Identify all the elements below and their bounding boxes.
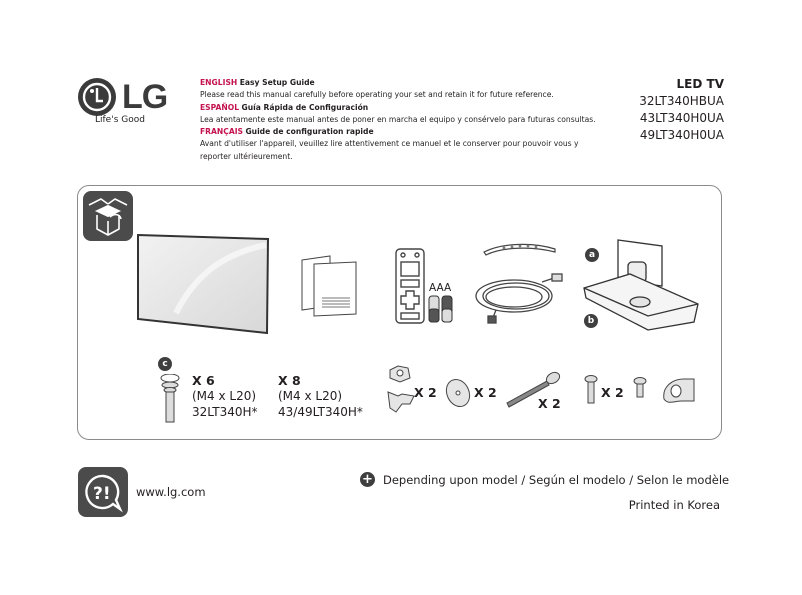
cable-holder-icon	[660, 373, 698, 411]
nut-qty: X 2	[414, 385, 437, 400]
stand-body-badge: a	[585, 248, 599, 262]
intro-fr-body: Avant d'utiliser l'appareil, veuillez li…	[200, 139, 579, 161]
manuals-illustration	[300, 254, 360, 322]
washer-icon	[444, 377, 472, 413]
plus-icon: +	[360, 472, 375, 487]
svg-text:?!: ?!	[93, 484, 111, 504]
intro-es-heading: ESPAÑOL Guía Rápida de Configuración	[200, 102, 369, 112]
aaa-battery-icon	[428, 294, 454, 328]
printed-in: Printed in Korea	[628, 498, 720, 512]
screw-model-32: 32LT340H*	[192, 405, 258, 419]
screw-icon	[160, 373, 180, 428]
stand-base-badge: b	[584, 314, 598, 328]
screw-size-43-49: (M4 x L20)	[278, 389, 343, 403]
battery-label: AAA	[429, 282, 452, 294]
power-cord-illustration	[472, 272, 567, 328]
website-link[interactable]: www.lg.com	[136, 485, 206, 499]
bolt-qty: X 2	[538, 396, 561, 411]
small-screw-qty: X 2	[601, 385, 624, 400]
model-note-text: Depending upon model / Según el modelo /…	[383, 472, 730, 487]
screw-group-43-49: X 8 (M4 x L20) 43/49LT340H*	[278, 373, 363, 420]
model-1: 32LT340HBUA	[639, 94, 724, 108]
screw-group-32: X 6 (M4 x L20) 32LT340H*	[192, 373, 258, 420]
intro-section: ENGLISH Easy Setup Guide Please read thi…	[200, 77, 620, 163]
screw-size-32: (M4 x L20)	[192, 389, 257, 403]
model-note: + Depending upon model / Según el modelo…	[360, 472, 729, 487]
contents-frame	[77, 185, 722, 440]
model-3: 49LT340H0UA	[639, 128, 724, 142]
model-list: LED TV 32LT340HBUA 43LT340H0UA 49LT340H0…	[639, 76, 724, 144]
intro-es-body: Lea atentamente este manual antes de pon…	[200, 114, 596, 124]
tv-illustration	[136, 233, 271, 342]
stand-illustration	[582, 238, 700, 340]
screw-badge: c	[158, 357, 172, 371]
model-2: 43LT340H0UA	[639, 111, 724, 125]
cable-tie-illustration	[482, 240, 557, 262]
washer-qty: X 2	[474, 385, 497, 400]
product-type: LED TV	[676, 77, 724, 91]
lg-logo-text: LG	[122, 78, 168, 116]
help-icon: ?!	[78, 467, 128, 517]
remote-control-illustration	[394, 247, 426, 329]
bolt-icon	[503, 369, 563, 413]
intro-en-body: Please read this manual carefully before…	[200, 90, 554, 100]
screw-qty-32: X 6	[192, 373, 215, 388]
lg-logo-icon	[78, 78, 116, 116]
open-box-icon	[83, 191, 133, 241]
intro-fr-heading: FRANÇAIS Guide de configuration rapide	[200, 127, 374, 137]
brand-tagline: Life's Good	[95, 115, 145, 125]
short-screw-icon	[633, 377, 647, 403]
screw-qty-43-49: X 8	[278, 373, 301, 388]
screw-model-43-49: 43/49LT340H*	[278, 405, 363, 419]
nut-icon	[386, 364, 416, 418]
small-screw-icon	[584, 375, 598, 409]
intro-en-heading: ENGLISH Easy Setup Guide	[200, 78, 315, 87]
